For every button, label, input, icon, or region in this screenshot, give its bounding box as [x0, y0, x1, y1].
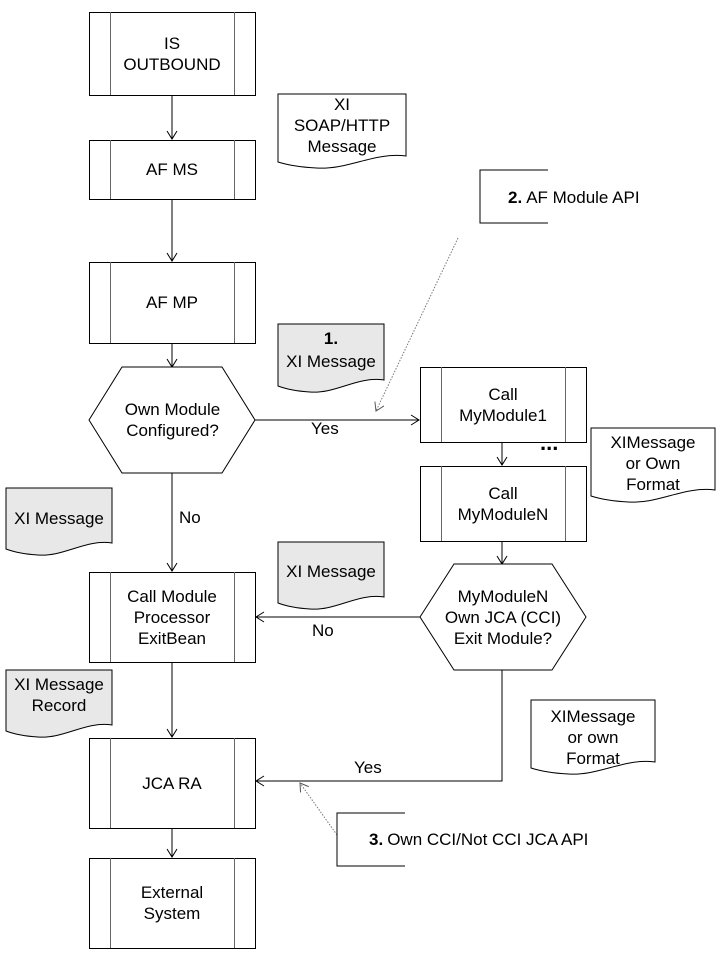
document-xi-message-mid: XI Message — [286, 561, 376, 581]
document-shape-xi-soap-http — [277, 93, 407, 169]
decision-own-module-configured — [88, 366, 256, 474]
edge-label-no-1: No — [179, 508, 201, 527]
document-shape-xi-message-1 — [277, 323, 385, 393]
document-ximessage-or-own-format-2: XIMessage or own Format — [550, 706, 636, 768]
document-xi-message-left: XI Message — [14, 508, 104, 528]
annotation-bracket-af-module-api — [479, 169, 548, 224]
decision-mymodulen-exit — [419, 563, 587, 671]
document-shape-ximessage-or-own-format-2 — [530, 699, 656, 775]
edge-decision2-yes — [255, 670, 503, 787]
process-box-af-mp — [89, 262, 256, 344]
process-external-system: External System — [140, 883, 204, 923]
process-box-call-module-processor — [89, 572, 256, 663]
document-xi-message-record: XI Message Record — [14, 675, 104, 715]
process-box-external-system — [89, 858, 256, 949]
process-box-jca-ra — [89, 738, 256, 829]
process-call-module-processor: Call Module Processor ExitBean — [127, 586, 217, 648]
process-call-mymodulen: Call MyModuleN — [457, 483, 549, 524]
annotation-arrow-af-module-api — [374, 237, 459, 412]
process-call-mymodule1: Call MyModule1 — [459, 384, 547, 425]
annotation-bracket-jca-api — [336, 812, 405, 867]
annotation-jca-api-text: Own CCI/Not CCI JCA API — [387, 829, 589, 849]
ellipsis-more-modules: ... — [540, 430, 559, 455]
document-xi-message-1: XI Message — [286, 351, 376, 371]
edge-label-no-2: No — [312, 621, 334, 640]
document-ximessage-or-own-format: XIMessage or Own Format — [610, 432, 696, 494]
process-box-is-outbound — [89, 12, 256, 96]
process-is-outbound: IS OUTBOUND — [123, 33, 221, 74]
annotation-arrow-jca-api — [299, 782, 338, 836]
document-xi-message-1-number: 1. — [323, 328, 339, 348]
document-shape-xi-message-record — [5, 669, 113, 738]
process-box-call-mymodule1 — [420, 367, 587, 443]
decision-own-module-configured-label: Own Module Configured? — [124, 400, 221, 440]
annotation-jca-api-number: 3. — [369, 829, 384, 849]
annotation-af-module-api: 2. AF Module API — [508, 186, 640, 208]
process-box-call-mymodulen — [420, 466, 587, 542]
process-jca-ra: JCA RA — [142, 773, 202, 793]
edge-label-yes-1: Yes — [311, 419, 339, 438]
process-box-af-ms — [89, 140, 256, 200]
process-af-ms: AF MS — [146, 160, 198, 179]
document-shape-xi-message-mid — [277, 541, 385, 610]
document-xi-soap-http: XI SOAP/HTTP Message — [293, 94, 391, 156]
document-shape-ximessage-or-own-format — [590, 427, 716, 503]
decision-mymodulen-exit-label: MyModuleN Own JCA (CCI) Exit Module? — [444, 586, 562, 648]
annotation-jca-api: 3. Own CCI/Not CCI JCA API — [369, 828, 588, 850]
process-af-mp: AF MP — [146, 293, 198, 312]
annotation-af-module-api-number: 2. — [508, 187, 523, 207]
annotation-af-module-api-text: AF Module API — [526, 187, 640, 207]
edge-label-yes-2: Yes — [354, 758, 382, 777]
document-shape-xi-message-left — [5, 487, 113, 556]
